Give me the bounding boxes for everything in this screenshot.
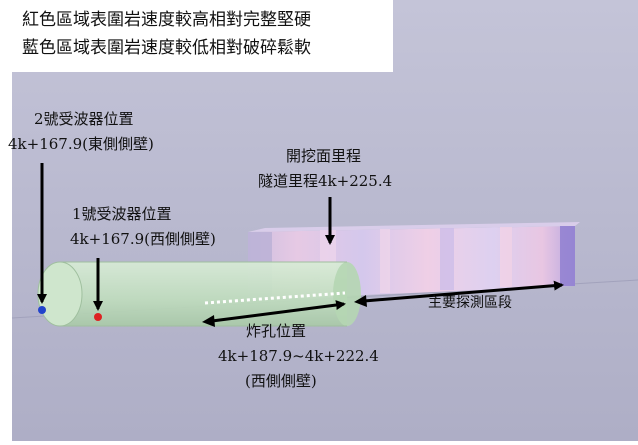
- main-zone-arrowhead-left: [354, 295, 367, 307]
- receiver-1-position: 4k+167.9(西側側壁): [70, 230, 216, 248]
- blast-range-arrow: [211, 300, 346, 323]
- main-zone-arrow: [363, 280, 564, 303]
- legend-line-blue: 藍色區域表圍岩速度較低相對破碎鬆軟: [22, 38, 311, 58]
- face-title: 開挖面里程: [286, 147, 362, 165]
- tunnel-body: [37, 261, 361, 327]
- receiver-2-marker: [38, 306, 46, 314]
- receiver-2-title: 2號受波器位置: [34, 110, 134, 128]
- background-panel: [12, 0, 638, 441]
- main-zone-label: 主要探測區段: [428, 295, 512, 311]
- blast-range: 4k+187.9~4k+222.4: [218, 347, 379, 365]
- blast-holes: [204, 291, 346, 305]
- receiver-2-position: 4k+167.9(東側側壁): [8, 135, 154, 153]
- legend-box: [0, 0, 393, 72]
- legend-line-red: 紅色區域表圍岩速度較高相對完整堅硬: [22, 10, 311, 30]
- face-mileage: 隧道里程4k+225.4: [258, 172, 393, 190]
- blast-title: 炸孔位置: [246, 322, 307, 340]
- blast-range-arrowhead-left: [202, 315, 215, 327]
- receiver-1-marker: [94, 313, 102, 321]
- receiver-1-title: 1號受波器位置: [72, 205, 172, 223]
- blast-side: (西側側壁): [245, 372, 317, 390]
